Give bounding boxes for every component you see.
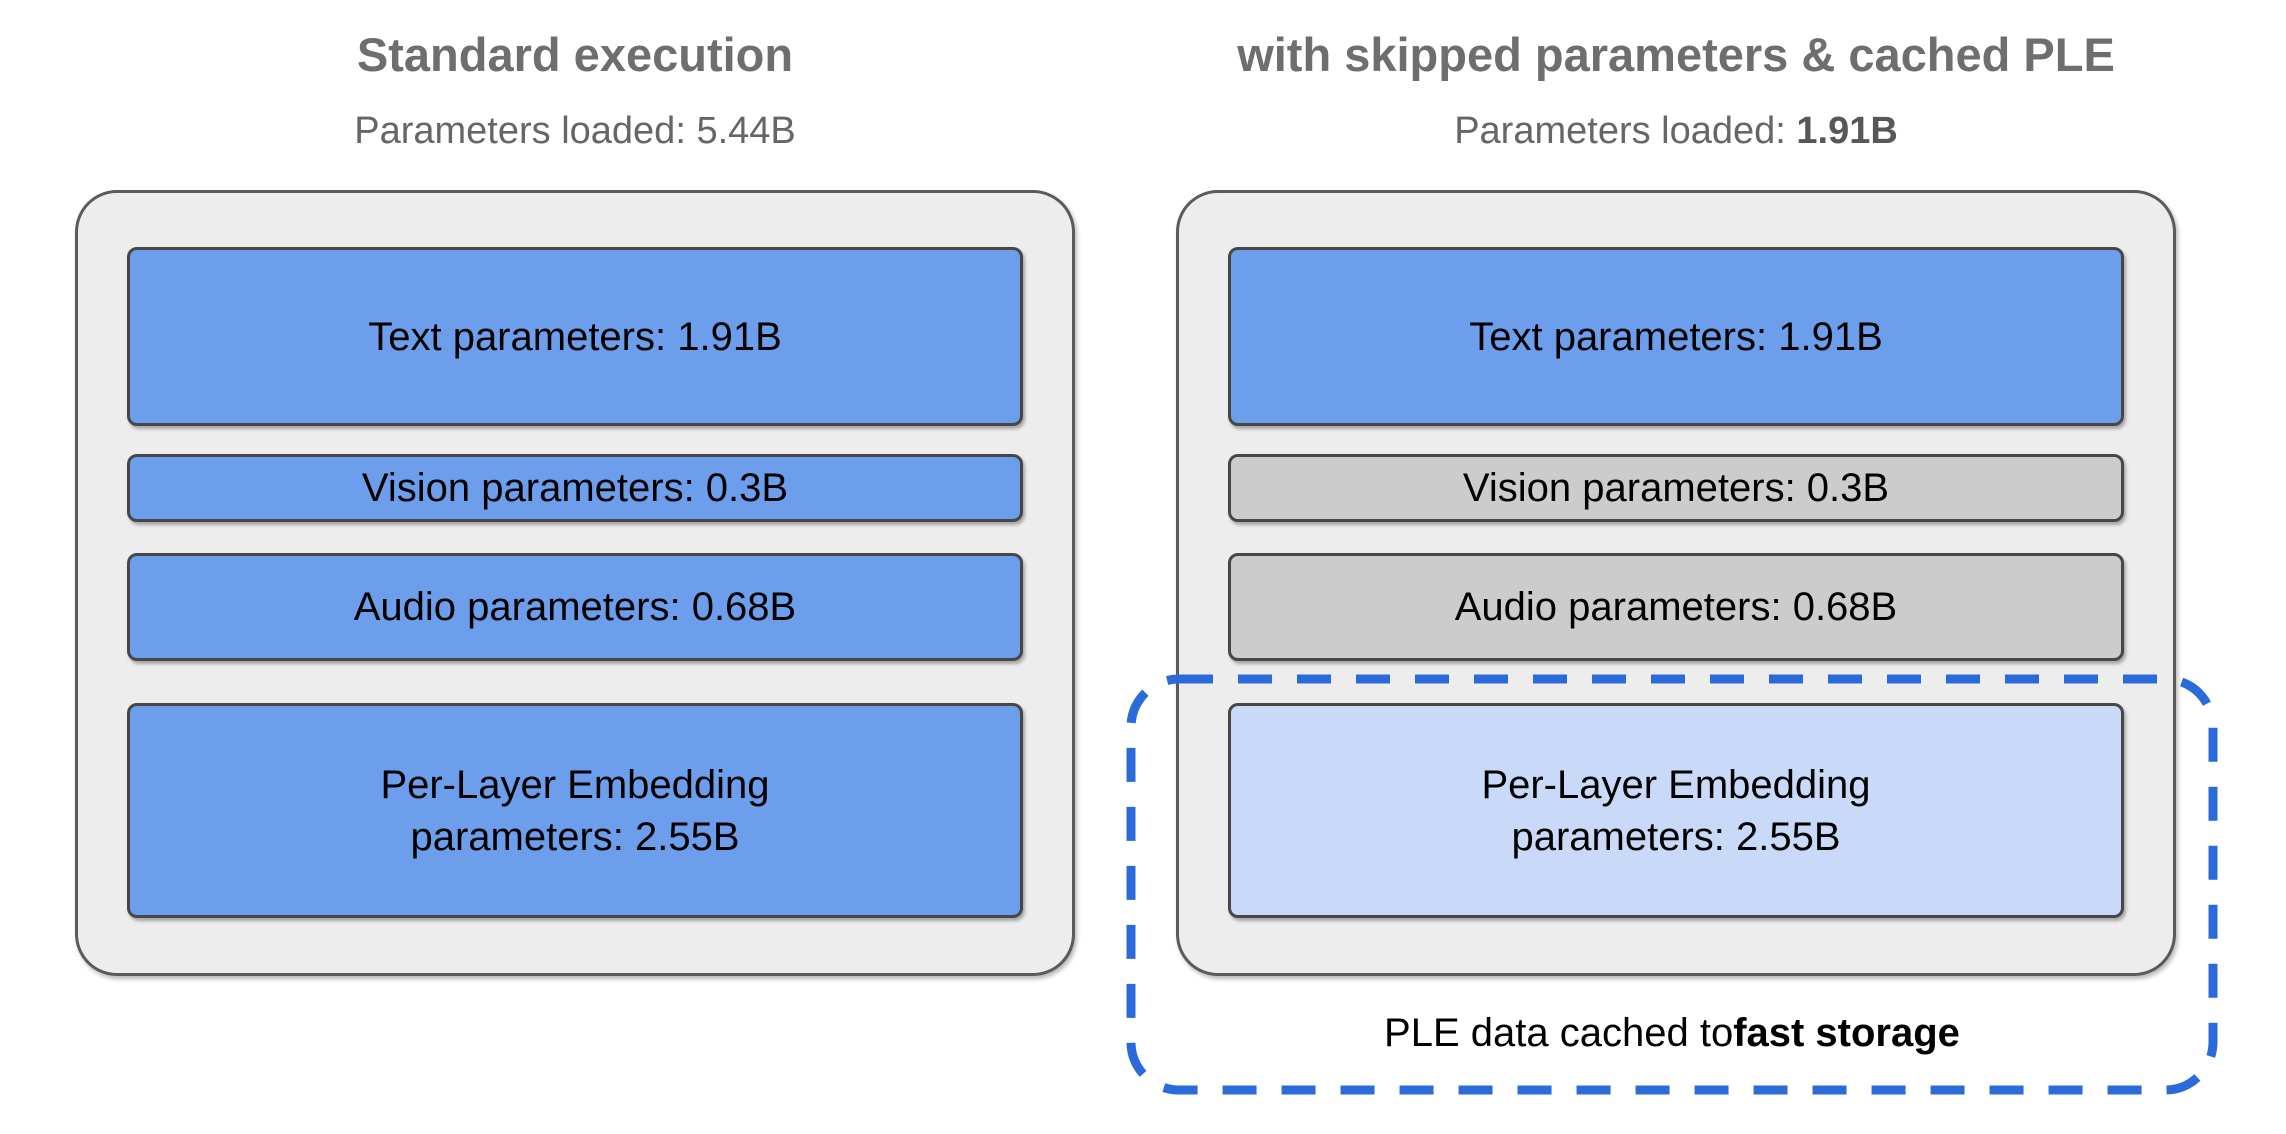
ple-cache-note: PLE data cached to fast storage (1126, 976, 2218, 1090)
per-layer-embedding-box: Per-Layer Embedding parameters: 2.55B (127, 703, 1023, 918)
skipped-cached-subtitle: Parameters loaded: 1.91B (1176, 110, 2176, 154)
standard-execution-container: Text parameters: 1.91B Vision parameters… (75, 190, 1075, 976)
vision-parameters-box: Vision parameters: 0.3B (127, 454, 1023, 522)
ple-cache-dashed-outline (1126, 674, 2218, 1095)
text-parameters-box: Text parameters: 1.91B (127, 247, 1023, 426)
parameters-loaded-value: 1.91B (1796, 110, 1898, 152)
fast-storage-emphasis: fast storage (1733, 1010, 1960, 1055)
skipped-cached-title: with skipped parameters & cached PLE (1237, 28, 2115, 81)
standard-execution-title: Standard execution (356, 28, 794, 81)
subtitle-label: Parameters loaded: (354, 110, 697, 152)
vision-parameters-box-skipped: Vision parameters: 0.3B (1228, 454, 2124, 522)
audio-parameters-box: Audio parameters: 0.68B (127, 553, 1023, 661)
subtitle-label: Parameters loaded: (1454, 110, 1797, 152)
ple-cache-note-text: PLE data cached to (1384, 1010, 1734, 1055)
skipped-cached-container: Text parameters: 1.91B Vision parameters… (1176, 190, 2176, 976)
standard-execution-subtitle: Parameters loaded: 5.44B (75, 110, 1075, 154)
parameters-loaded-value: 5.44B (696, 110, 796, 152)
audio-parameters-box-skipped: Audio parameters: 0.68B (1228, 553, 2124, 661)
text-parameters-box: Text parameters: 1.91B (1228, 247, 2124, 426)
per-layer-embedding-box-cached: Per-Layer Embedding parameters: 2.55B (1228, 703, 2124, 918)
